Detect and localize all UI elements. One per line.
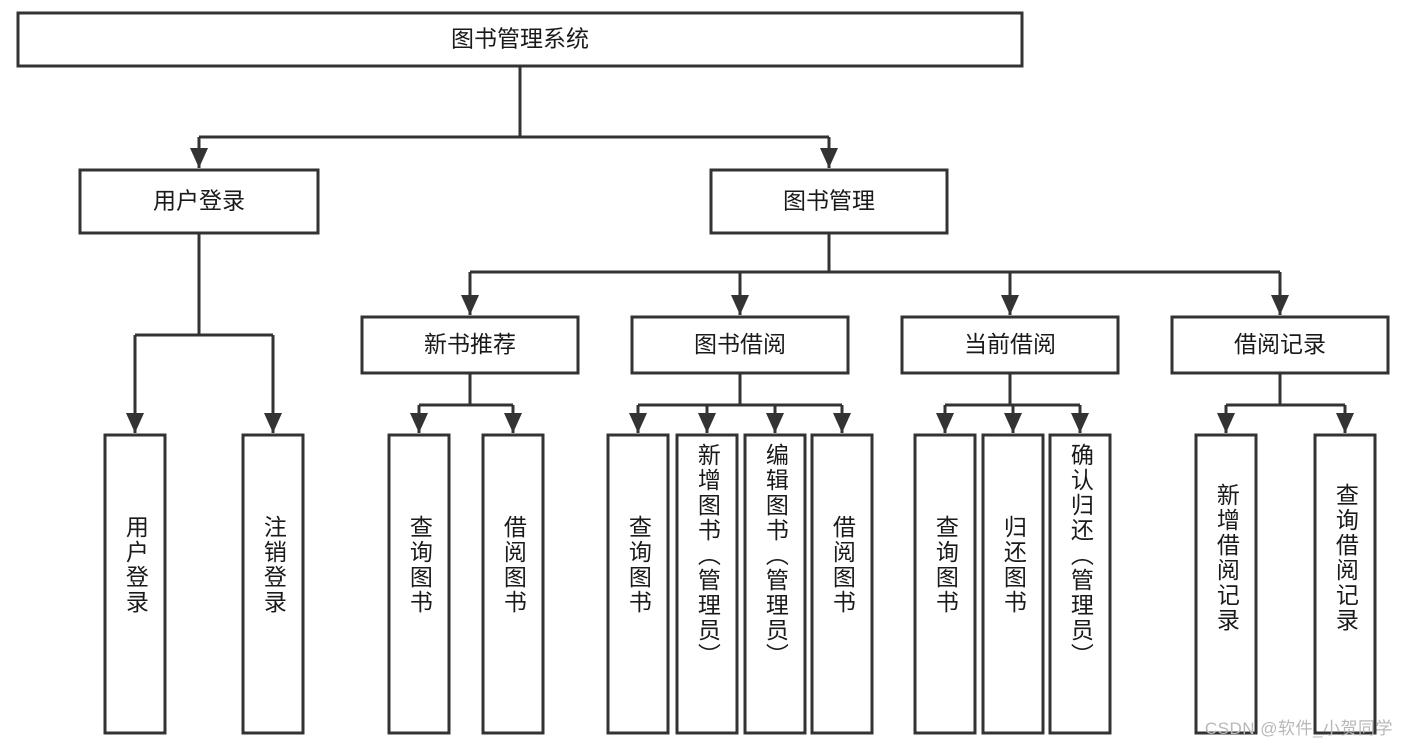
- node-current-borrow-label: 当前借阅: [964, 331, 1056, 357]
- arrow-head-icon: [126, 413, 144, 433]
- leaf-leaf-add-book[interactable]: [675, 433, 739, 735]
- leaf-leaf-query-book-1[interactable]: [387, 433, 451, 735]
- arrow-head-icon: [766, 413, 784, 433]
- leaf-leaf-query-record[interactable]: [1313, 433, 1377, 735]
- leaf-leaf-return-book[interactable]: [981, 433, 1045, 735]
- arrow-head-icon: [461, 295, 479, 315]
- arrow-head-icon: [936, 413, 954, 433]
- connector-lines: [126, 66, 1354, 433]
- arrow-head-icon: [1001, 295, 1019, 315]
- arrow-head-icon: [629, 413, 647, 433]
- node-book-manage[interactable]: [709, 168, 949, 235]
- node-current-borrow[interactable]: [900, 315, 1120, 375]
- node-user-login[interactable]: [78, 168, 320, 235]
- node-root[interactable]: [16, 11, 1024, 68]
- node-root-label: 图书管理系统: [451, 26, 589, 52]
- node-new-book-recommend[interactable]: [360, 315, 580, 375]
- arrow-head-icon: [833, 413, 851, 433]
- node-borrow-record-label: 借阅记录: [1234, 331, 1326, 357]
- arrow-head-icon: [1004, 413, 1022, 433]
- leaf-leaf-confirm-return[interactable]: [1048, 433, 1112, 735]
- leaf-leaf-logout[interactable]: [241, 433, 305, 735]
- node-book-borrow-label: 图书借阅: [694, 331, 786, 357]
- arrow-head-icon: [264, 413, 282, 433]
- arrow-head-icon: [190, 148, 208, 168]
- arrow-head-icon: [820, 148, 838, 168]
- leaf-leaf-edit-book[interactable]: [743, 433, 807, 735]
- arrow-head-icon: [1071, 413, 1089, 433]
- leaf-leaf-add-record[interactable]: [1194, 433, 1258, 735]
- node-book-manage-label: 图书管理: [783, 188, 875, 214]
- node-boxes: [16, 11, 1390, 735]
- arrow-head-icon: [731, 295, 749, 315]
- arrow-head-icon: [1217, 413, 1235, 433]
- watermark-text: CSDN @软件_小贺同学: [1204, 719, 1393, 738]
- node-borrow-record[interactable]: [1170, 315, 1390, 375]
- arrow-head-icon: [698, 413, 716, 433]
- arrow-head-icon: [1336, 413, 1354, 433]
- leaf-leaf-query-book-3[interactable]: [913, 433, 977, 735]
- node-new-book-recommend-label: 新书推荐: [424, 331, 516, 357]
- leaf-leaf-borrow-book-2[interactable]: [810, 433, 874, 735]
- node-user-login-label: 用户登录: [153, 188, 245, 214]
- leaf-leaf-query-book-2[interactable]: [606, 433, 670, 735]
- leaf-leaf-user-login[interactable]: [103, 433, 167, 735]
- node-book-borrow[interactable]: [630, 315, 850, 375]
- arrow-head-icon: [1271, 295, 1289, 315]
- arrow-head-icon: [410, 413, 428, 433]
- arrow-head-icon: [504, 413, 522, 433]
- leaf-leaf-borrow-book-1[interactable]: [481, 433, 545, 735]
